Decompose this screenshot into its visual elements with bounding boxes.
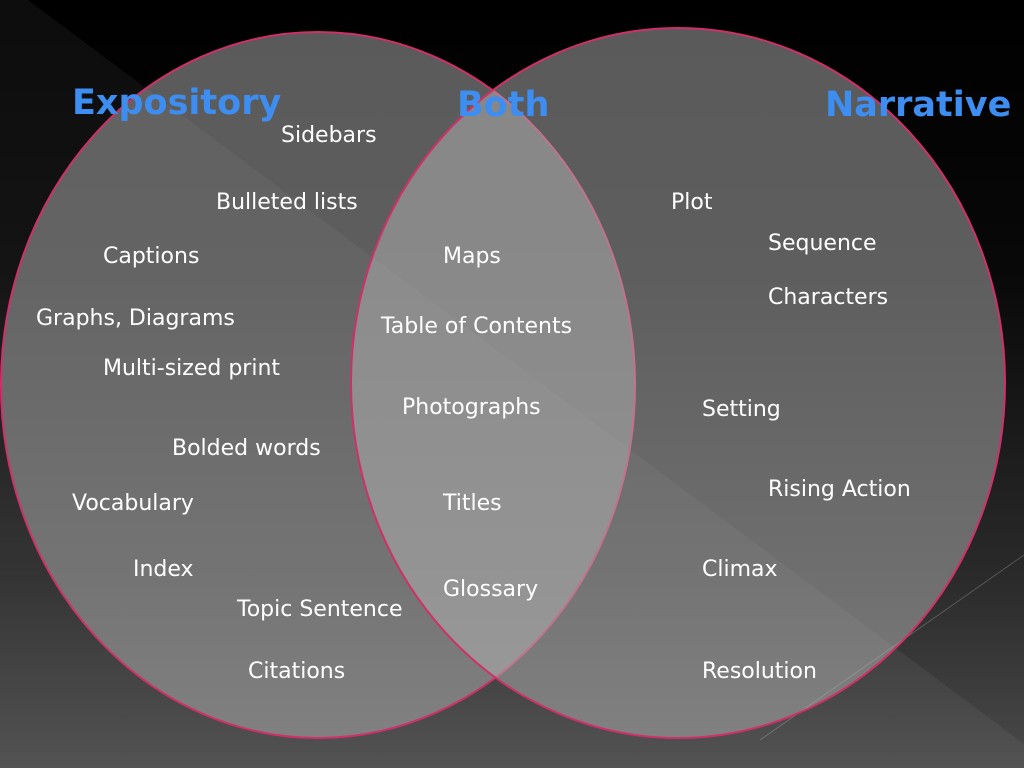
narrative-circle xyxy=(350,27,1006,739)
narrative-item: Climax xyxy=(702,557,778,582)
heading-both: Both xyxy=(457,85,550,125)
expository-item: Vocabulary xyxy=(72,491,194,516)
both-item: Titles xyxy=(443,491,502,516)
expository-item: Citations xyxy=(248,659,346,684)
heading-narrative: Narrative xyxy=(825,85,1012,125)
expository-item: Topic Sentence xyxy=(237,597,403,622)
expository-item: Captions xyxy=(103,244,200,269)
expository-item: Multi-sized print xyxy=(103,356,281,381)
narrative-item: Sequence xyxy=(768,231,877,256)
expository-item: Bulleted lists xyxy=(216,190,358,215)
narrative-item: Setting xyxy=(702,397,781,422)
narrative-item: Resolution xyxy=(702,659,817,684)
narrative-item: Rising Action xyxy=(768,477,911,502)
both-item: Photographs xyxy=(402,395,541,420)
both-item: Glossary xyxy=(443,577,539,602)
narrative-item: Plot xyxy=(671,190,713,215)
expository-item: Index xyxy=(133,557,194,582)
expository-item: Bolded words xyxy=(172,436,321,461)
narrative-item: Characters xyxy=(768,285,889,310)
both-item: Table of Contents xyxy=(381,314,573,339)
expository-item: Graphs, Diagrams xyxy=(36,306,235,331)
expository-item: Sidebars xyxy=(281,123,377,148)
both-item: Maps xyxy=(443,244,501,269)
heading-expository: Expository xyxy=(72,83,282,123)
